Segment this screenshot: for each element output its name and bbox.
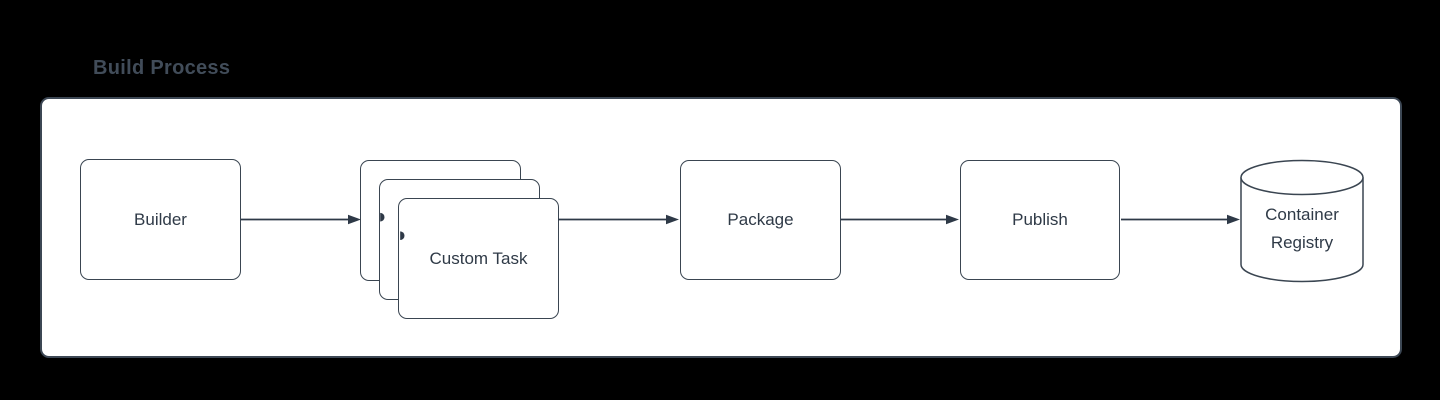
diagram-title: Build Process: [93, 57, 231, 79]
node-package-label: Package: [727, 210, 794, 229]
node-custom-task: Custom Task: [398, 198, 559, 319]
node-builder: Builder: [80, 159, 241, 280]
cylinder-body: [1240, 177, 1364, 283]
cylinder-top: [1240, 159, 1364, 196]
node-publish: Publish: [960, 160, 1120, 280]
node-container-registry-label: Container Registry: [1265, 205, 1339, 252]
node-builder-label: Builder: [134, 209, 187, 229]
node-container-registry: [1240, 159, 1364, 283]
node-package: Package: [680, 160, 841, 280]
node-publish-label: Publish: [1012, 210, 1068, 229]
node-custom-task-label: Custom Task: [429, 248, 528, 268]
